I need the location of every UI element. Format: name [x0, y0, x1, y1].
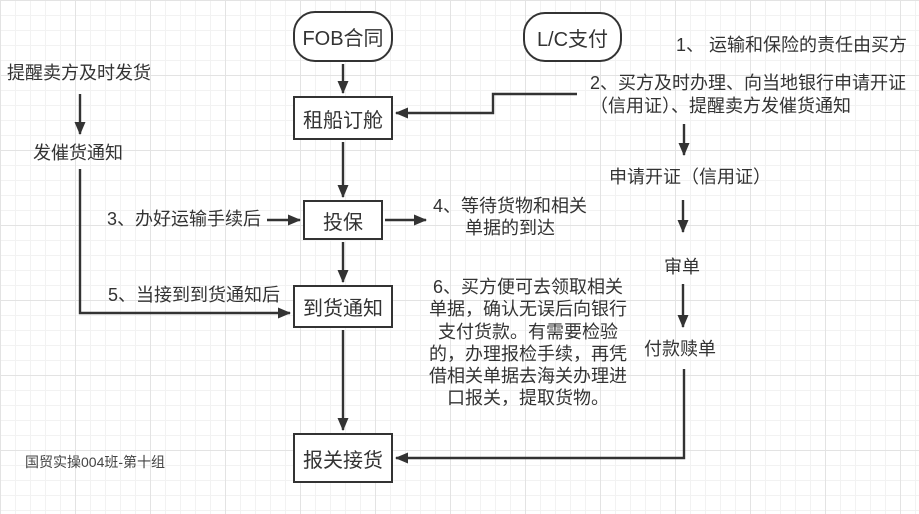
note-3: 3、办好运输手续后 [107, 209, 262, 229]
node-insure[interactable]: 投保 [303, 200, 383, 240]
node-lc-payment[interactable]: L/C支付 [523, 12, 622, 62]
label-remind-seller[interactable]: 提醒卖方及时发货 [7, 63, 151, 83]
connector-note2-to-charter [395, 92, 577, 119]
node-charter-booking[interactable]: 租船订舱 [293, 96, 393, 140]
label-pay-redeem-documents[interactable]: 付款赎单 [644, 339, 716, 359]
note-2: 2、买方及时办理、向当地银行申请开证 （信用证）、提醒卖方发催货通知 [590, 73, 907, 116]
note-6: 6、买方便可去领取相关 单据，确认无误后向银行 支付货款。有需要检验 的，办理报… [429, 277, 627, 409]
node-customs-pickup[interactable]: 报关接货 [293, 433, 393, 483]
note-1: 1、 运输和保险的责任由买方 [676, 35, 908, 55]
label-review-documents[interactable]: 审单 [664, 257, 700, 277]
label-urge-shipment-notice[interactable]: 发催货通知 [33, 143, 123, 163]
note-5: 5、当接到到货通知后 [108, 285, 281, 305]
node-fob-contract[interactable]: FOB合同 [293, 11, 393, 62]
node-arrival-notice[interactable]: 到货通知 [293, 285, 393, 328]
label-apply-lc[interactable]: 申请开证（信用证） [609, 167, 771, 187]
footer-credit: 国贸实操004班-第十组 [25, 454, 166, 470]
note-4: 4、等待货物和相关 单据的到达 [432, 196, 587, 238]
